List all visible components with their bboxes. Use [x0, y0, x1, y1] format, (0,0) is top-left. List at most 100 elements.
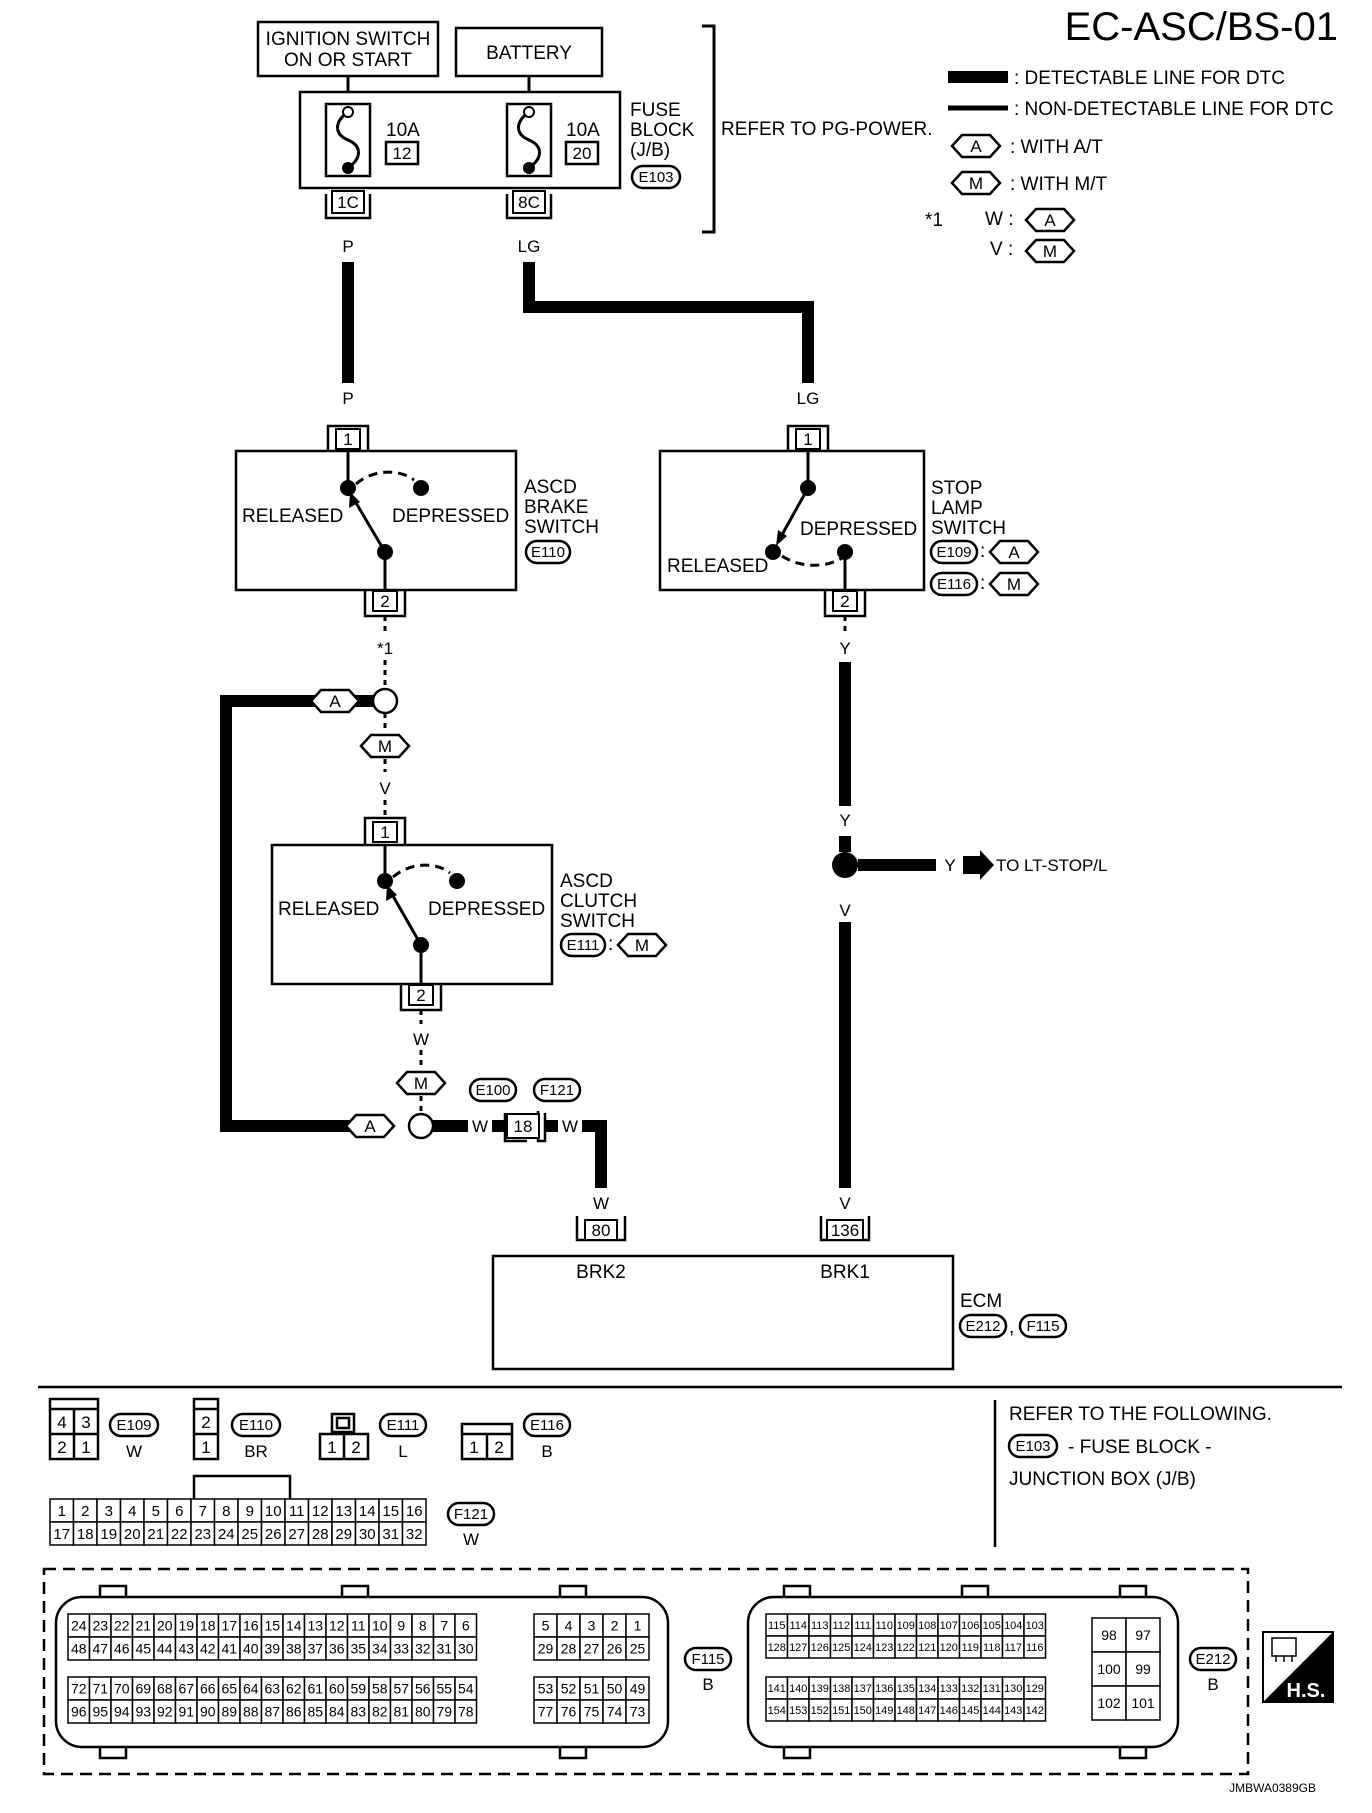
pin-label: 152	[811, 1705, 829, 1717]
pin-label: 1	[634, 1618, 642, 1634]
pin-label: 90	[200, 1704, 216, 1720]
pin-label: 114	[789, 1620, 807, 1632]
pin-label: 132	[961, 1683, 979, 1695]
pin-label: 98	[1101, 1627, 1117, 1643]
pin-label: 21	[147, 1526, 164, 1543]
mt-branch-bottom-symbol: M	[414, 1074, 428, 1093]
brake-name-line3: SWITCH	[524, 517, 599, 538]
pin-cell	[1023, 1635, 1047, 1659]
pin-label: 91	[178, 1704, 194, 1720]
pin-label: 16	[406, 1503, 423, 1520]
f115-id: F115	[691, 1651, 724, 1668]
refer-power-label: REFER TO PG-POWER.	[721, 119, 933, 140]
clutch-mt-symbol-shape	[616, 932, 668, 958]
wire-w-to-ecm	[582, 1120, 607, 1188]
pin-label: 30	[359, 1526, 376, 1543]
pin-label: 125	[832, 1642, 850, 1654]
pin-label: 62	[286, 1681, 302, 1697]
brake-connector: E110	[531, 544, 565, 561]
pin-label: 23	[92, 1618, 108, 1634]
pin-cell	[454, 1636, 478, 1661]
stop-splice	[832, 852, 858, 878]
stop-lamp-switch-box	[658, 449, 926, 592]
note-w-symbol-shape	[1024, 207, 1076, 233]
pin-label: 140	[789, 1683, 807, 1695]
stop-connector-at-colon: :	[980, 541, 985, 562]
refer-line2: - FUSE BLOCK -	[1068, 1437, 1212, 1458]
clutch-switch-arm	[387, 888, 423, 946]
fuse-20-number-box	[564, 140, 600, 166]
ecm-connector-comma: ,	[1009, 1317, 1014, 1338]
pin-label: 41	[221, 1641, 237, 1657]
pin-label: 37	[307, 1641, 323, 1657]
pin-label: 39	[264, 1641, 280, 1657]
clutch-connector-oval	[559, 932, 607, 958]
pin-cell	[1091, 1651, 1127, 1687]
ecm-brk2-label: BRK2	[576, 1262, 626, 1283]
pin-label: 26	[607, 1641, 623, 1657]
stop-name-line2: LAMP	[931, 498, 983, 519]
pin-label: 142	[1026, 1705, 1044, 1717]
brake-pin2: 2	[380, 592, 389, 611]
stop-connector-mt: E116	[937, 576, 971, 593]
pin-label: 74	[607, 1704, 623, 1720]
pin-label: 66	[200, 1681, 216, 1697]
ecm-connector-frame	[42, 1567, 1250, 1776]
brake-connector-oval	[524, 539, 572, 565]
clutch-pin1: 1	[380, 823, 389, 842]
stop-switch-arm	[776, 487, 810, 543]
pin-label: 17	[53, 1526, 70, 1543]
clutch-pin2: 2	[416, 986, 425, 1005]
pin-label: 109	[897, 1620, 915, 1632]
pin-label: 75	[584, 1704, 600, 1720]
clutch-connector: E111	[567, 937, 600, 954]
stop-at-symbol: A	[1008, 543, 1020, 562]
e116-color: B	[541, 1442, 552, 1461]
connector-e109-face: 4 3 2 1	[48, 1397, 100, 1461]
stop-name-line3: SWITCH	[931, 518, 1006, 539]
ecm-pin80: 80	[592, 1221, 611, 1240]
pin-label: 64	[243, 1681, 259, 1697]
fuse-12-bottom-terminal	[342, 162, 354, 174]
ecm-pin136: 136	[831, 1221, 859, 1240]
pin-label: 29	[538, 1641, 554, 1657]
pin-label: 154	[768, 1705, 786, 1717]
battery-label: BATTERY	[486, 43, 572, 64]
pin-label: 121	[918, 1642, 936, 1654]
pin-label: 36	[329, 1641, 345, 1657]
brake-switch-arm	[350, 495, 387, 553]
pin-label: 87	[264, 1704, 280, 1720]
joint-connector-right: F121	[540, 1082, 574, 1099]
clutch-mt-symbol: M	[635, 936, 649, 955]
pin-label: 21	[135, 1618, 151, 1634]
pin-label: 57	[393, 1681, 409, 1697]
pin-label: 47	[92, 1641, 108, 1657]
wire-y-top-label: Y	[839, 639, 850, 658]
pin-cell	[1023, 1698, 1047, 1722]
e116-pin: 1	[469, 1438, 478, 1457]
wire-w-joint-right-label-bg	[558, 1117, 582, 1135]
pin-label: 55	[436, 1681, 452, 1697]
stop-connector-mt-oval	[929, 571, 979, 597]
pin-label: 15	[382, 1503, 399, 1520]
pin-label: 65	[221, 1681, 237, 1697]
terminal-8c-box	[512, 190, 546, 214]
e110-pin: 2	[201, 1413, 210, 1432]
wire-v-top-label: V	[839, 901, 851, 920]
fuse-block-box	[298, 90, 622, 190]
mt-branch-top-symbol: M	[378, 737, 392, 756]
stop-pin1-box	[795, 428, 821, 450]
pin-label: 79	[436, 1704, 452, 1720]
pin-label: 120	[940, 1642, 958, 1654]
pin-label: 17	[221, 1618, 237, 1634]
pin-label: 31	[436, 1641, 452, 1657]
fuse-12-body	[324, 102, 372, 178]
pin-label: 101	[1131, 1695, 1155, 1711]
pin-label: 5	[542, 1618, 550, 1634]
refer-bracket	[702, 24, 716, 234]
pin-label: 139	[811, 1683, 829, 1695]
pin-label: 11	[289, 1503, 305, 1520]
pin-label: 13	[307, 1618, 323, 1634]
